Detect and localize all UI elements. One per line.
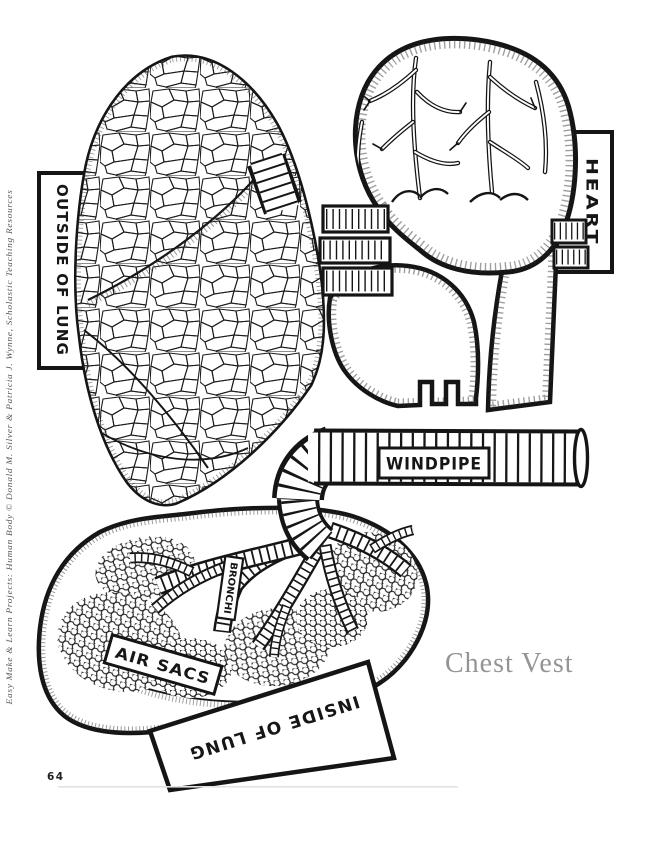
heart-illustration: HEART xyxy=(318,35,614,413)
windpipe-label-text: WINDPIPE xyxy=(386,455,482,474)
page-title: Chest Vest xyxy=(445,648,574,679)
heart-label: HEART xyxy=(583,158,602,246)
windpipe-illustration: WINDPIPE xyxy=(272,426,590,562)
copyright-sidebar: Easy Make & Learn Projects: Human Body ©… xyxy=(4,189,14,705)
page-number: 64 xyxy=(47,771,65,783)
outside-lung-illustration: OUTSIDE OF LUNG xyxy=(37,54,326,507)
heart-aorta xyxy=(326,263,481,409)
heart-right-vessel xyxy=(485,236,560,413)
windpipe-label: WINDPIPE xyxy=(377,446,491,480)
windpipe-end-cap xyxy=(572,427,590,489)
heart-bumps xyxy=(391,187,529,203)
lung-bronchus-stub xyxy=(247,152,302,216)
lung-fissure xyxy=(87,169,263,301)
lung-cell-texture xyxy=(76,56,323,504)
lung-fissure xyxy=(99,431,249,461)
outside-lung-label: OUTSIDE OF LUNG xyxy=(53,184,71,356)
copyright-text: Easy Make & Learn Projects: Human Body ©… xyxy=(4,189,14,705)
bronchi-label: BRONCHI xyxy=(215,554,245,622)
scan-artifact-line xyxy=(58,786,458,788)
heart-dome xyxy=(352,35,578,276)
lung-body xyxy=(73,54,326,507)
heart-tab-stubs xyxy=(550,218,590,270)
heart-left-stubs xyxy=(318,204,394,297)
lung-fissure xyxy=(83,329,209,469)
